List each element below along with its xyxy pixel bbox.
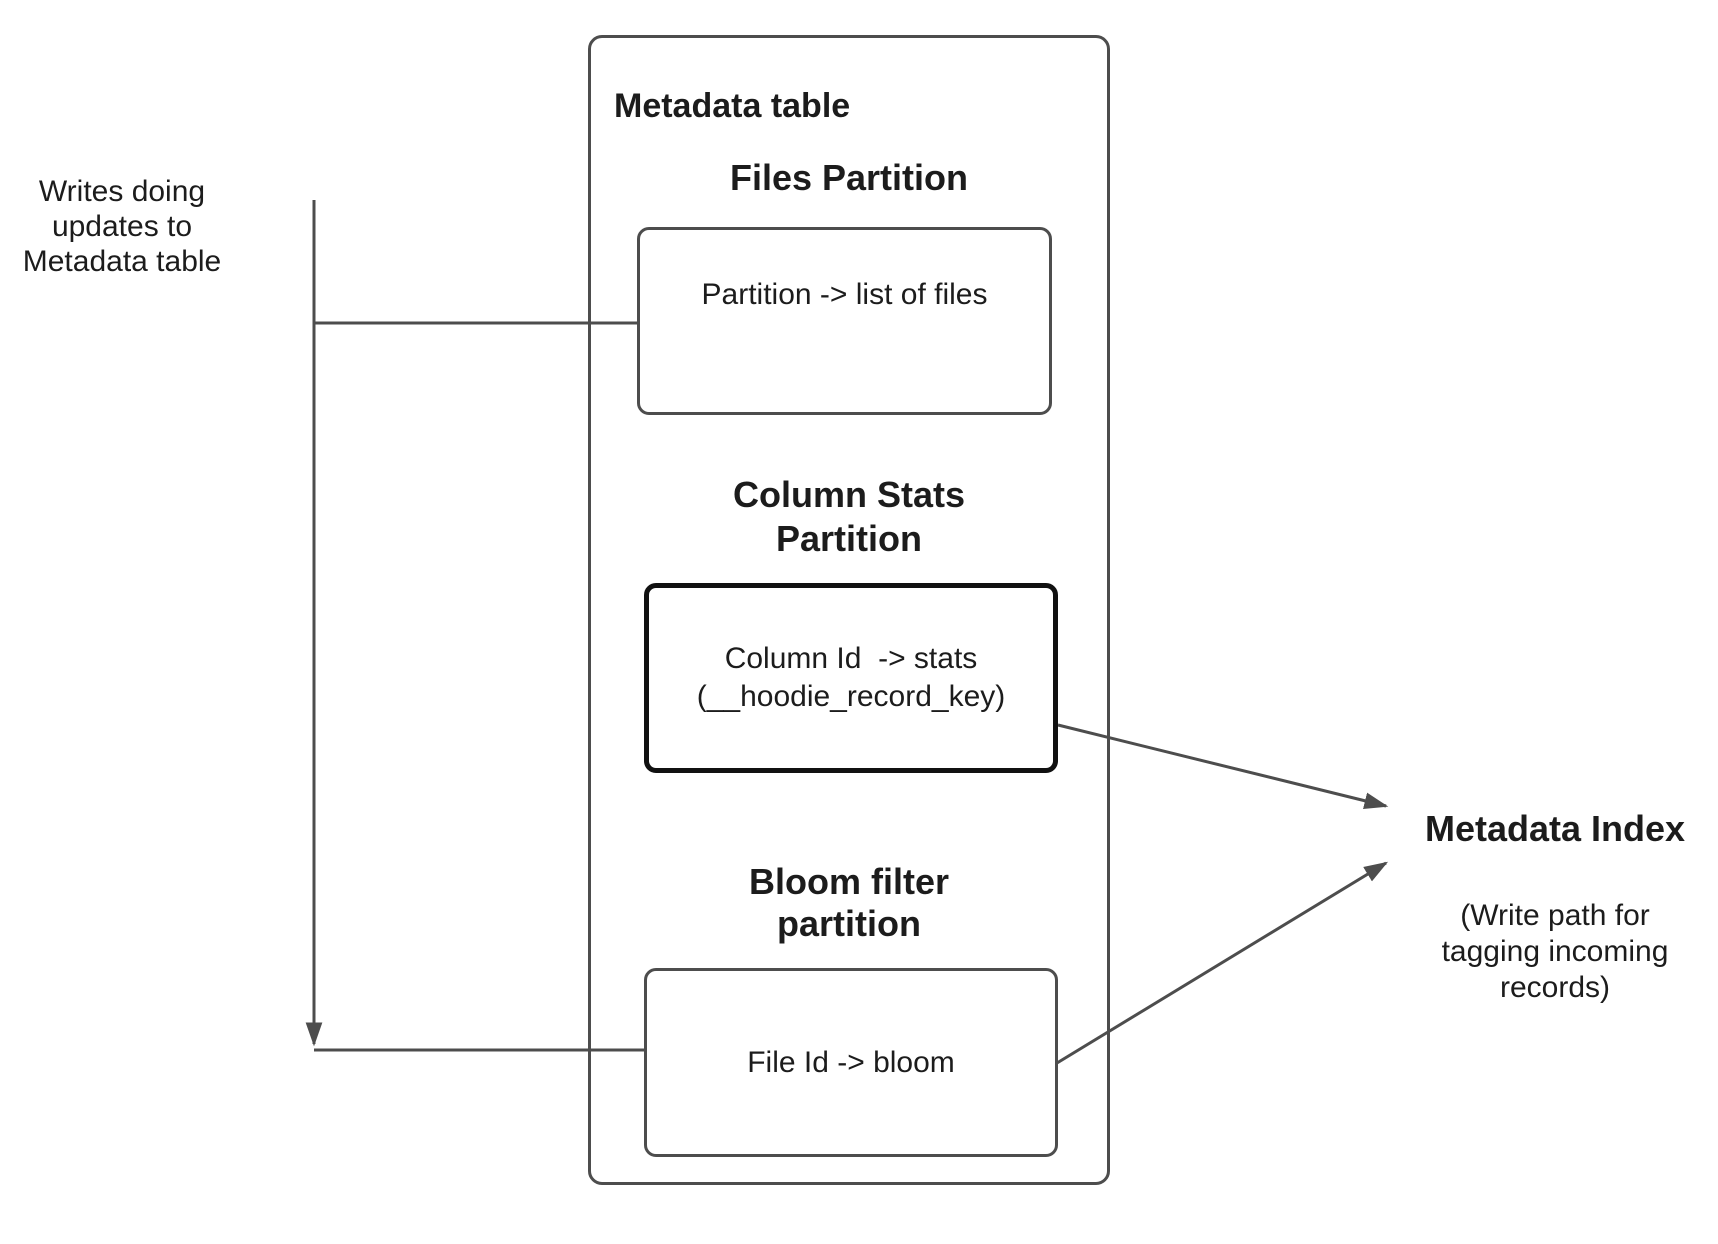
metadata-table-title: Metadata table [614, 87, 851, 125]
column-stats-mapping-line: (__hoodie_record_key) [696, 680, 1006, 713]
writes-note-line: Metadata table [22, 245, 222, 278]
files-partition-heading: Files Partition [591, 156, 1107, 200]
writes-note: Writes doing updates to Metadata table [20, 174, 224, 279]
metadata-index-subtitle-line: (Write path for [1460, 899, 1650, 932]
files-partition-box: Partition -> list of files [637, 227, 1052, 415]
bloom-heading-line: Bloom filter [748, 861, 949, 902]
metadata-index-title: Metadata Index [1424, 808, 1686, 849]
column-stats-heading-line: Column Stats [732, 474, 965, 515]
bloom-filter-partition-box: File Id -> bloom [644, 968, 1058, 1157]
metadata-index-subtitle: (Write path for tagging incoming records… [1395, 898, 1715, 1006]
column-stats-heading-line: Partition [775, 518, 922, 559]
metadata-index-subtitle-line: records) [1499, 971, 1611, 1004]
files-partition-mapping: Partition -> list of files [701, 278, 988, 311]
metadata-table-box: Metadata table Files Partition Partition… [588, 35, 1110, 1185]
writes-note-line: Writes doing [38, 175, 206, 208]
files-partition-heading-text: Files Partition [729, 157, 969, 198]
bloom-heading-line: partition [777, 903, 921, 944]
writes-note-line: updates to [51, 210, 193, 243]
bloom-filter-partition-heading: Bloom filter partition [591, 861, 1107, 945]
column-stats-mapping-line: Column Id -> stats [724, 642, 978, 675]
column-stats-partition-heading: Column Stats Partition [591, 473, 1107, 561]
metadata-index-subtitle-line: tagging incoming [1441, 935, 1669, 968]
column-stats-partition-box: Column Id -> stats (__hoodie_record_key) [644, 583, 1058, 773]
bloom-mapping: File Id -> bloom [747, 1045, 955, 1079]
